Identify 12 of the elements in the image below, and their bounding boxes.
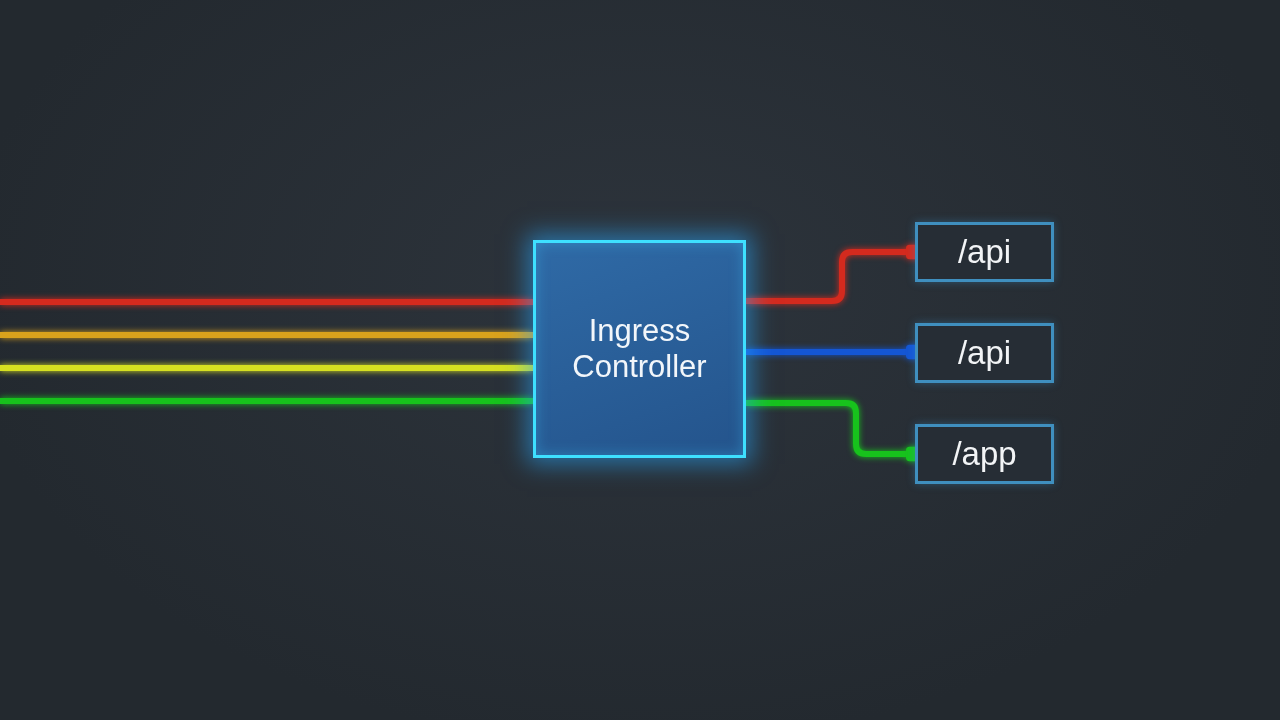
node-label: /app bbox=[951, 435, 1018, 473]
route-box bbox=[915, 323, 1054, 383]
connector-line bbox=[0, 299, 533, 305]
node-label: /api bbox=[956, 233, 1013, 271]
connector-line bbox=[0, 332, 533, 338]
connector-line bbox=[0, 398, 533, 404]
node-label: Ingress Controller bbox=[571, 313, 708, 385]
connector-line bbox=[0, 365, 533, 371]
route-box bbox=[915, 424, 1054, 484]
controller-box bbox=[533, 240, 746, 458]
route-box bbox=[915, 222, 1054, 282]
node-label: /api bbox=[956, 334, 1013, 372]
